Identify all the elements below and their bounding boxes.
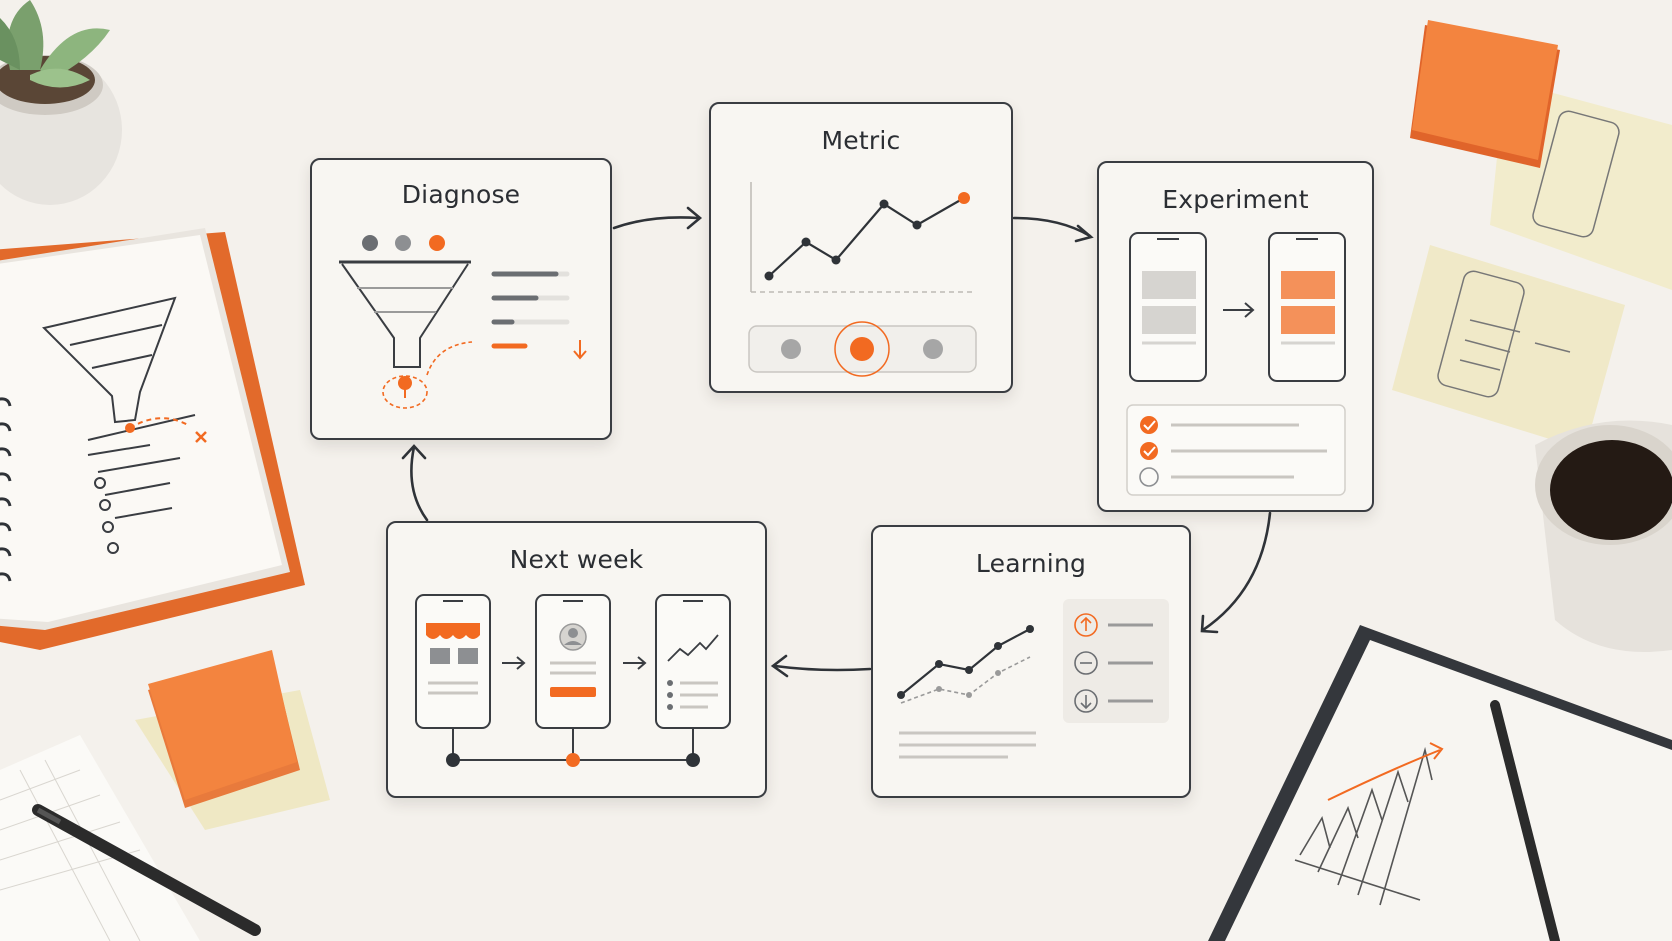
nextweek-illustration <box>415 594 731 767</box>
minus-circle-icon <box>1074 651 1098 675</box>
down-arrow-icon <box>573 340 587 360</box>
line-chart-icon <box>748 182 977 377</box>
notebook-illustration <box>0 228 305 650</box>
timeline-icon <box>446 728 700 767</box>
step-card-metric[interactable]: Metric <box>709 102 1013 393</box>
trend-chart-icon <box>897 625 1036 759</box>
step-title: Metric <box>821 126 901 155</box>
selected-dot-icon <box>834 321 890 377</box>
sticky-notes-right-illustration <box>1392 20 1672 450</box>
step-title: Next week <box>509 545 644 574</box>
learning-illustration <box>897 599 1169 759</box>
step-card-nextweek[interactable]: Next week <box>386 521 767 798</box>
coffee-mug-illustration <box>1535 420 1672 652</box>
chart-phone-icon <box>655 594 731 729</box>
checklist-icon <box>1126 404 1346 496</box>
arrow-learning-to-nextweek <box>773 664 872 672</box>
arrow-experiment-to-learning <box>1201 511 1272 632</box>
step-title: Learning <box>975 549 1087 578</box>
experiment-illustration <box>1126 232 1346 496</box>
storefront-phone-icon <box>415 594 491 729</box>
step-title: Experiment <box>1162 185 1309 214</box>
funnel-icon <box>339 235 587 409</box>
step-title: Diagnose <box>401 180 521 209</box>
up-circle-icon <box>1074 613 1098 637</box>
profile-phone-icon <box>535 594 611 729</box>
flow-arrows <box>401 206 1272 678</box>
step-card-learning[interactable]: Learning <box>871 525 1191 798</box>
step-card-diagnose[interactable]: Diagnose <box>310 158 612 440</box>
phone-variant-a-icon <box>1129 232 1207 382</box>
arrow-nextweek-to-diagnose <box>410 445 429 522</box>
arrow-diagnose-to-metric <box>612 216 700 230</box>
step-card-experiment[interactable]: Experiment <box>1097 161 1374 512</box>
phone-variant-b-icon <box>1268 232 1346 382</box>
grid-paper-illustration <box>0 735 261 941</box>
sticky-notes-illustration <box>135 650 330 830</box>
plant-illustration <box>0 0 122 205</box>
down-circle-icon <box>1074 689 1098 713</box>
notebook-right-illustration <box>1208 625 1672 941</box>
